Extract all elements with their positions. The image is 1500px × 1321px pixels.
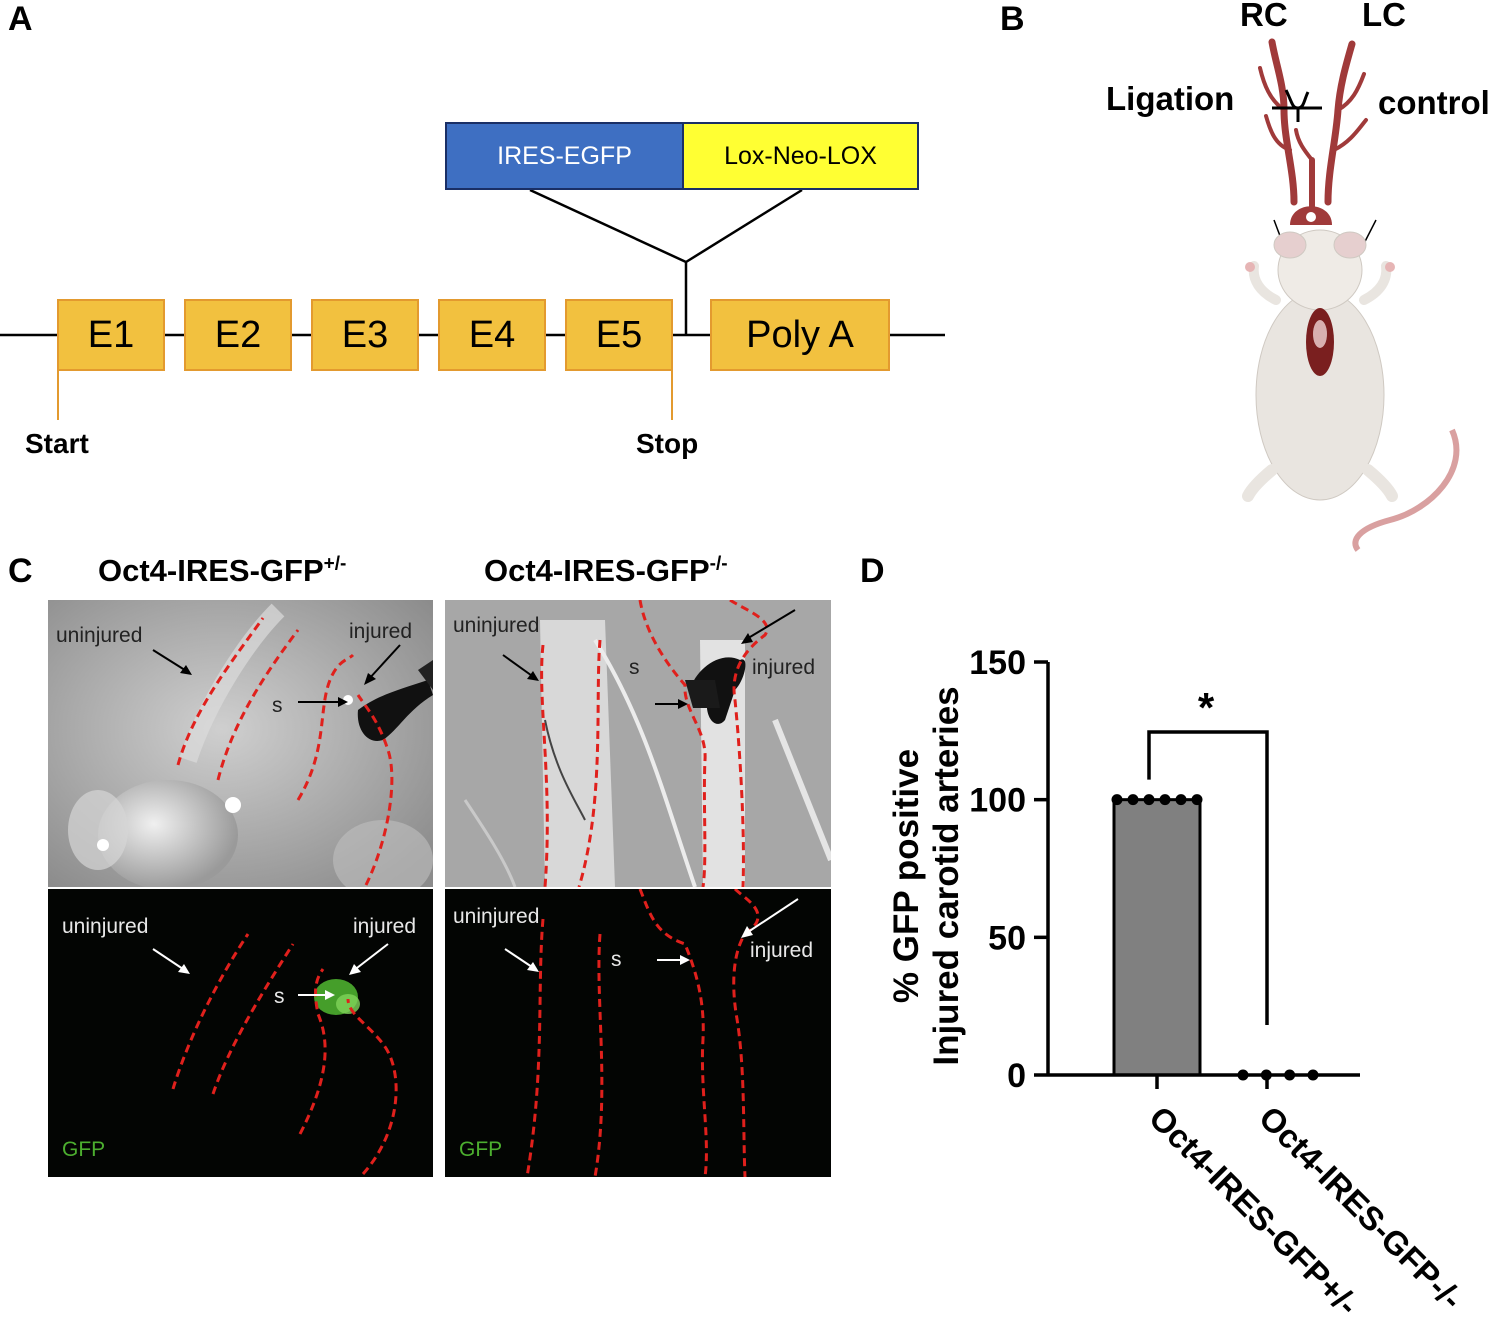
- label-gfp-ko: GFP: [459, 1138, 503, 1161]
- lc-label: LC: [1362, 0, 1406, 33]
- right-genotype-sup: -/-: [709, 553, 728, 575]
- start-label: Start: [25, 428, 89, 459]
- suture-knot-het: [357, 680, 433, 741]
- data-point-0-3: [1159, 794, 1171, 806]
- exon-e4: E4: [438, 299, 546, 371]
- data-point-1-0: [1237, 1069, 1249, 1081]
- poly-a-box: Poly A: [710, 299, 890, 371]
- y-axis-label-line2: Injured carotid arteries: [927, 686, 966, 1065]
- exon-e3: E3: [311, 299, 419, 371]
- insert-arm-right: [685, 188, 803, 264]
- y-tick-label-50: 50: [988, 919, 1026, 957]
- fluorescence-ko: uninjured injured s GFP: [445, 889, 831, 1177]
- data-point-0-5: [1191, 794, 1203, 806]
- right-genotype-title: Oct4-IRES-GFP-/-: [484, 553, 728, 589]
- label-s-het-fl: s: [274, 985, 285, 1008]
- label-injured-ko-bf: injured: [752, 656, 816, 679]
- mouse-illustration: [1242, 38, 1460, 552]
- ligation-mark: [1272, 89, 1322, 122]
- control-label: control: [1378, 84, 1490, 121]
- fluorescence-het: uninjured injured s GFP: [48, 889, 433, 1177]
- panel-label-a: A: [8, 0, 33, 38]
- suture-knot-ko: [690, 657, 746, 724]
- data-point-1-3: [1307, 1069, 1319, 1081]
- data-point-1-1: [1260, 1069, 1272, 1081]
- lox-neo-lox-label: Lox-Neo-LOX: [724, 141, 877, 170]
- right-genotype-name: Oct4-IRES-GFP: [484, 553, 710, 588]
- label-injured-het-fl: injured: [353, 915, 417, 938]
- label-uninjured-het-bf: uninjured: [56, 624, 143, 647]
- data-point-0-1: [1127, 794, 1139, 806]
- label-uninjured-het-fl: uninjured: [62, 915, 149, 938]
- significance-bracket: [1147, 730, 1269, 1025]
- left-genotype-name: Oct4-IRES-GFP: [98, 553, 324, 588]
- panel-label-c: C: [8, 552, 33, 590]
- exon-e2: E2: [184, 299, 292, 371]
- data-point-1-2: [1284, 1069, 1296, 1081]
- ires-egfp-label: IRES-EGFP: [497, 141, 632, 170]
- ligation-label: Ligation: [1106, 80, 1235, 117]
- bar-0: [1112, 798, 1202, 1077]
- construct-diagram: [0, 188, 945, 420]
- x-category-label-0: Oct4-IRES-GFP+/-: [1142, 1099, 1366, 1321]
- y-tick-label-100: 100: [969, 782, 1026, 820]
- exon-e1: E1: [57, 299, 165, 371]
- gfp-bar-chart: % GFP positive Injured carotid arteries …: [887, 644, 1470, 1321]
- lox-neo-lox-box: Lox-Neo-LOX: [682, 122, 919, 190]
- label-injured-het-bf: injured: [349, 620, 413, 643]
- ires-egfp-box: IRES-EGFP: [445, 122, 684, 190]
- left-genotype-title: Oct4-IRES-GFP+/-: [98, 553, 346, 589]
- data-point-0-4: [1175, 794, 1187, 806]
- significance-star: *: [1198, 684, 1215, 731]
- stop-label: Stop: [636, 428, 699, 459]
- panel-label-d: D: [860, 552, 885, 590]
- label-uninjured-ko-fl: uninjured: [453, 905, 540, 928]
- label-gfp-het: GFP: [62, 1138, 106, 1161]
- y-tick-label-0: 0: [1007, 1057, 1026, 1095]
- brightfield-het: uninjured injured s: [48, 600, 433, 887]
- data-point-0-0: [1111, 794, 1123, 806]
- insert-arm-left: [529, 188, 687, 264]
- label-injured-ko-fl: injured: [750, 939, 814, 962]
- left-genotype-sup: +/-: [323, 553, 347, 575]
- label-uninjured-ko-bf: uninjured: [453, 614, 540, 637]
- exon-e5: E5: [565, 299, 673, 371]
- panel-label-b: B: [1000, 0, 1025, 38]
- label-s-ko-bf: s: [629, 656, 640, 679]
- brightfield-ko: uninjured injured s: [445, 600, 831, 887]
- label-s-ko-fl: s: [611, 948, 622, 971]
- mouse-body: [1242, 229, 1460, 552]
- y-tick-label-150: 150: [969, 644, 1026, 682]
- rc-label: RC: [1240, 0, 1288, 33]
- data-point-0-2: [1143, 794, 1155, 806]
- carotid-arteries: [1258, 38, 1368, 211]
- label-s-het-bf: s: [272, 694, 283, 717]
- y-axis-label-line1: % GFP positive: [887, 749, 926, 1003]
- x-category-label-1: Oct4-IRES-GFP-/-: [1252, 1099, 1470, 1317]
